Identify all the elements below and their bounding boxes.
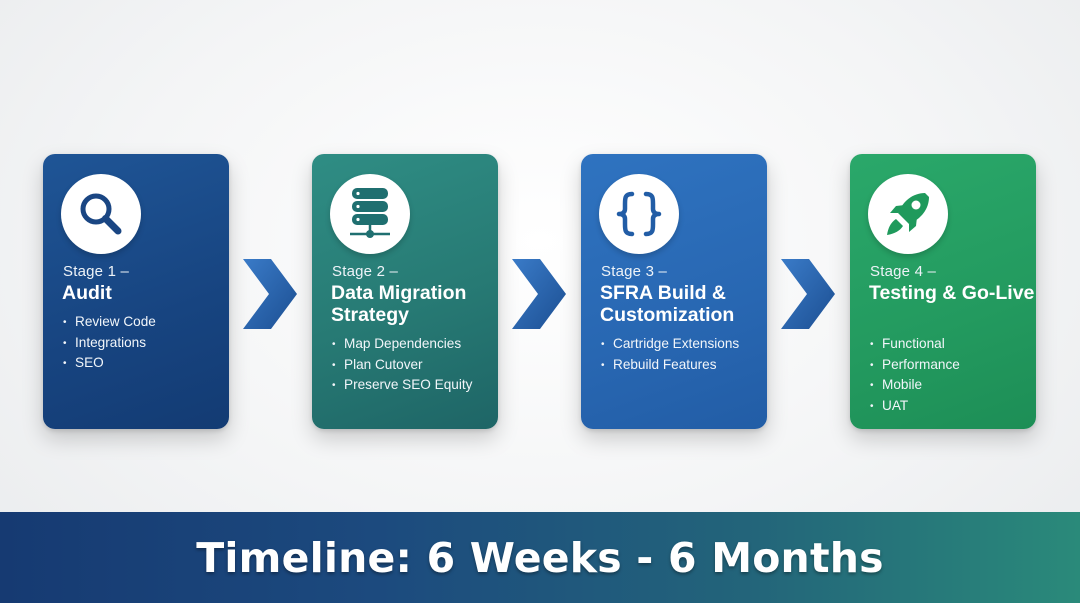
code-braces-icon [616,191,662,237]
list-item: Map Dependencies [332,334,498,355]
stage-icon-badge [868,174,948,254]
stage-bullet-list: Functional Performance Mobile UAT [870,334,1036,416]
stage-card-data-migration: Stage 2 – Data Migration Strategy Map De… [312,154,498,429]
list-item: Rebuild Features [601,355,767,376]
stage-number: Stage 2 – [332,263,399,280]
list-item: Functional [870,334,1036,355]
list-item: Performance [870,355,1036,376]
timeline-banner: Timeline: 6 Weeks - 6 Months [0,512,1080,603]
chevron-right-icon [781,259,835,329]
stage-title: Testing & Go-Live [869,282,1035,304]
list-item: SEO [63,353,229,374]
list-item: Mobile [870,375,1036,396]
stage-bullet-list: Cartridge Extensions Rebuild Features [601,334,767,375]
stage-card-sfra-build: Stage 3 – SFRA Build & Customization Car… [581,154,767,429]
stage-icon-badge [330,174,410,254]
chevron-right-icon [243,259,297,329]
stage-title: Audit [62,282,112,304]
stage-flow: Stage 1 – Audit Review Code Integrations… [0,0,1080,512]
stage-title: Data Migration Strategy [331,282,467,326]
search-icon [80,193,122,235]
list-item: Review Code [63,312,229,333]
stage-bullet-list: Map Dependencies Plan Cutover Preserve S… [332,334,498,396]
stage-icon-badge [599,174,679,254]
stage-number: Stage 3 – [601,263,668,280]
list-item: Cartridge Extensions [601,334,767,355]
list-item: UAT [870,396,1036,417]
stage-title: SFRA Build & Customization [600,282,735,326]
list-item: Integrations [63,333,229,354]
database-icon [350,188,390,238]
list-item: Plan Cutover [332,355,498,376]
list-item: Preserve SEO Equity [332,375,498,396]
stage-number: Stage 1 – [63,263,130,280]
stage-number: Stage 4 – [870,263,937,280]
rocket-icon [887,193,929,235]
stage-card-audit: Stage 1 – Audit Review Code Integrations… [43,154,229,429]
stage-icon-badge [61,174,141,254]
stage-bullet-list: Review Code Integrations SEO [63,312,229,374]
timeline-text: Timeline: 6 Weeks - 6 Months [196,533,884,582]
chevron-right-icon [512,259,566,329]
stage-card-testing-go-live: Stage 4 – Testing & Go-Live Functional P… [850,154,1036,429]
